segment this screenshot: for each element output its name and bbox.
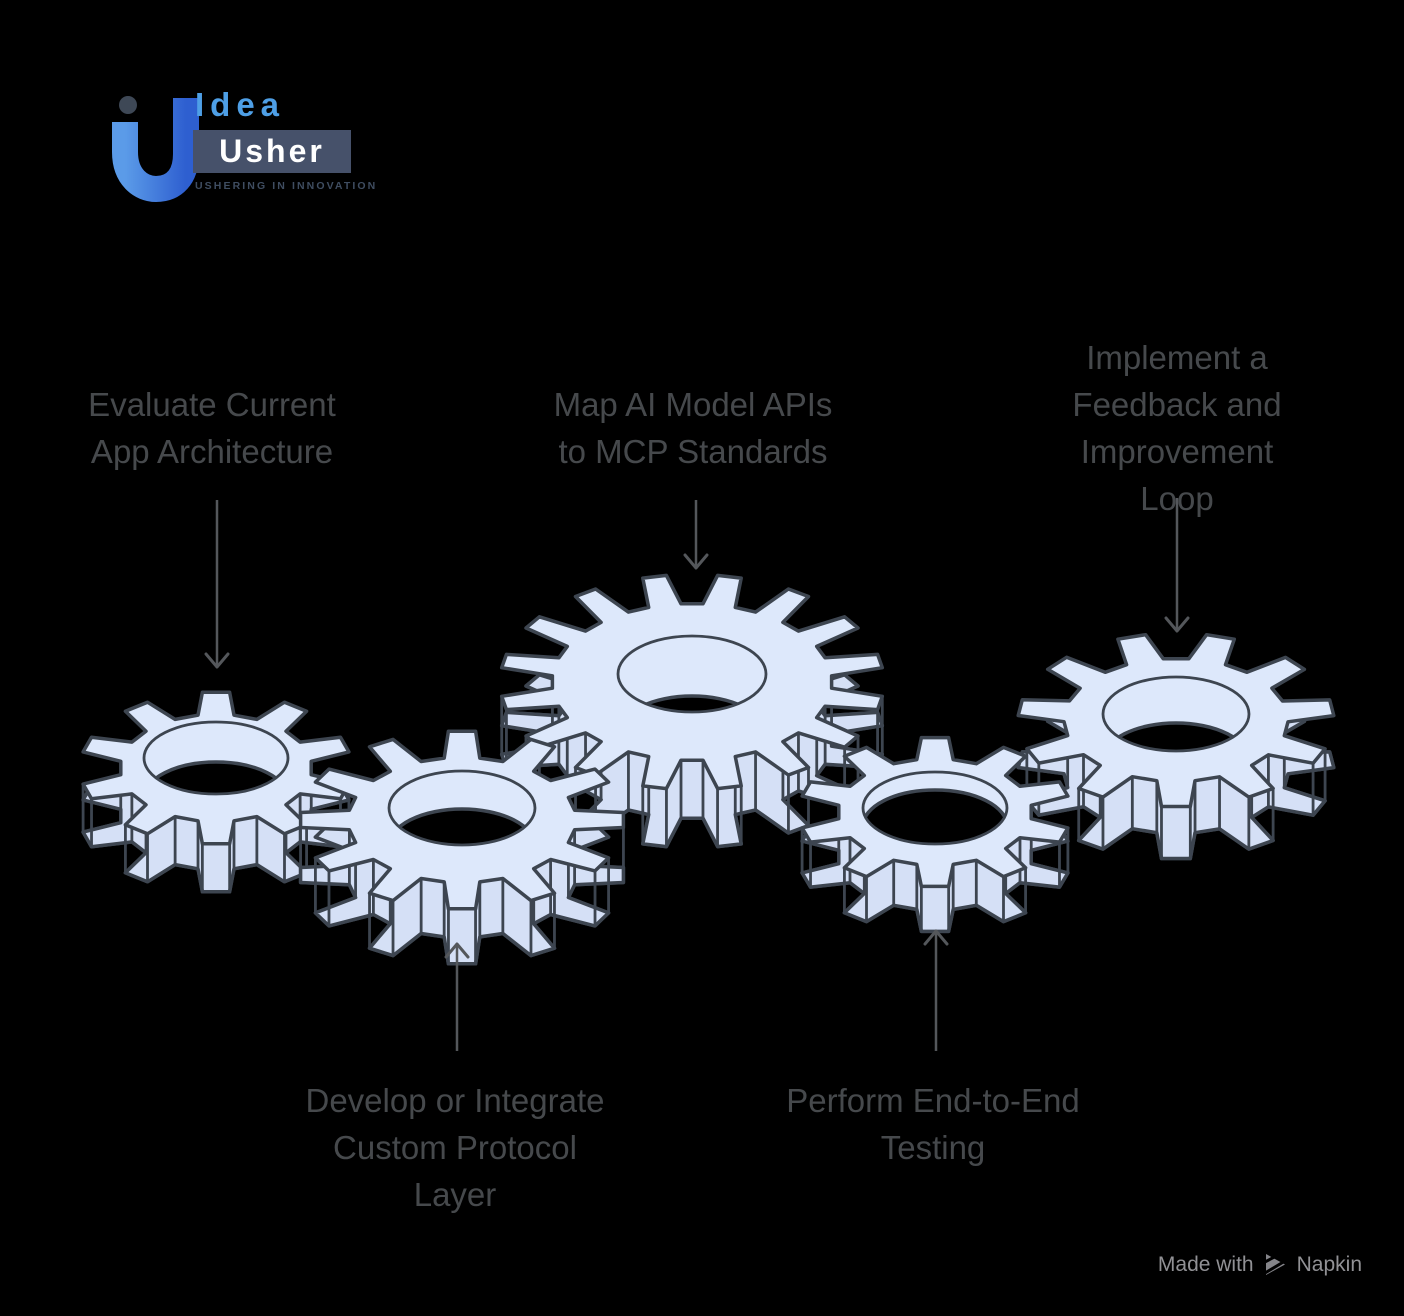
napkin-icon — [1262, 1252, 1286, 1275]
gear-icon-1 — [81, 690, 351, 894]
logo-i-dot — [119, 96, 137, 114]
step-label-perform-end-to-end-testing: Perform End-to-End Testing — [786, 1082, 1080, 1166]
logo-u-shape — [112, 98, 199, 203]
arrow-evaluate-icon — [204, 500, 230, 669]
gear-icon-3 — [1016, 632, 1336, 861]
step-label-evaluate-current-app-architecture: Evaluate Current App Architecture — [88, 386, 336, 470]
logo-brand-bottom: Usher — [219, 133, 325, 169]
arrow-map-apis-icon — [683, 500, 709, 570]
gear-icon-4 — [298, 729, 626, 966]
gear-icon-5 — [800, 735, 1070, 934]
arrow-testing-icon — [923, 929, 949, 1051]
idea-usher-mark-icon — [112, 96, 199, 203]
arrow-protocol-layer-icon — [444, 942, 470, 1051]
made-with-napkin-badge: Made with Napkin — [1158, 1252, 1362, 1277]
logo-brand-top: Idea — [195, 86, 286, 123]
step-label-map-ai-model-apis: Map AI Model APIs to MCP Standards — [553, 386, 833, 470]
logo-tagline: USHERING IN INNOVATION — [195, 180, 378, 192]
gear-icon-2 — [499, 573, 885, 849]
step-label-implement-feedback-loop: Implement a Feedback and Improvement Loo… — [1072, 339, 1282, 517]
idea-usher-logo: Idea Usher USHERING IN INNOVATION — [107, 80, 375, 203]
logo-brand-bottom-box: Usher — [193, 130, 351, 173]
arrow-feedback-loop-icon — [1164, 498, 1190, 633]
step-label-develop-custom-protocol-layer: Develop or Integrate Custom Protocol Lay… — [305, 1082, 605, 1213]
made-with-text: Made with — [1157, 1252, 1254, 1276]
napkin-brand-text: Napkin — [1296, 1252, 1362, 1276]
